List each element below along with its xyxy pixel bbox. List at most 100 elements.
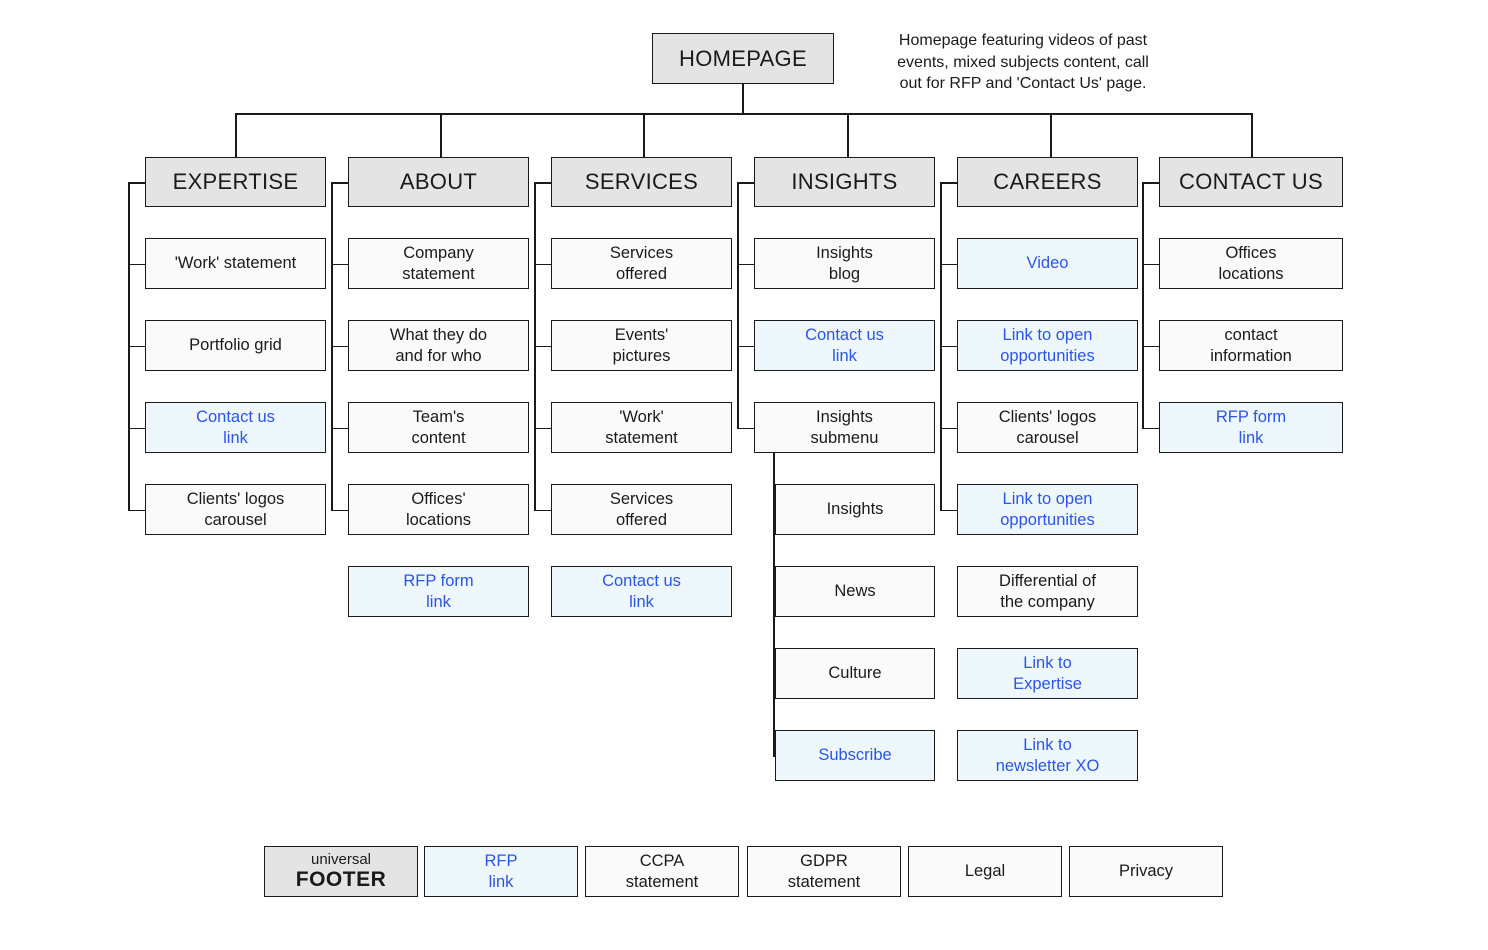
node-services-services-offered[interactable]: Services offered bbox=[551, 238, 732, 289]
node-label: CONTACT US bbox=[1179, 169, 1323, 195]
node-label: RFP form link bbox=[1215, 407, 1287, 447]
footer-label-small: universal bbox=[310, 850, 372, 868]
footer-item-privacy[interactable]: Privacy bbox=[1069, 846, 1223, 897]
rail-stub-contact-us-1 bbox=[1142, 345, 1159, 348]
node-about-company-statement[interactable]: Company statement bbox=[348, 238, 529, 289]
rail-stub-careers-2 bbox=[940, 427, 957, 430]
node-services-services-offered[interactable]: Services offered bbox=[551, 484, 732, 535]
node-careers-video[interactable]: Video bbox=[957, 238, 1138, 289]
node-label: INSIGHTS bbox=[791, 169, 898, 195]
rail-stub-careers-3 bbox=[940, 509, 957, 512]
node-label: Privacy bbox=[1118, 862, 1174, 881]
node-services-contact-us-link[interactable]: Contact us link bbox=[551, 566, 732, 617]
rail-stub-insights-1 bbox=[737, 345, 754, 348]
node-insights-submenu-news[interactable]: News bbox=[775, 566, 935, 617]
node-contact-us-rfp-form-link[interactable]: RFP form link bbox=[1159, 402, 1343, 453]
footer-item-rfp-link[interactable]: RFP link bbox=[424, 846, 578, 897]
node-careers-link-to-expertise[interactable]: Link to Expertise bbox=[957, 648, 1138, 699]
node-expertise[interactable]: EXPERTISE bbox=[145, 157, 326, 207]
rail-stub-submenu-1 bbox=[773, 591, 775, 594]
node-expertise-clients-logos-carousel[interactable]: Clients' logos carousel bbox=[145, 484, 326, 535]
node-careers-differential-of-the-company[interactable]: Differential of the company bbox=[957, 566, 1138, 617]
node-label: GDPR statement bbox=[787, 851, 861, 891]
node-label: Legal bbox=[964, 862, 1006, 881]
node-label: SERVICES bbox=[584, 169, 699, 195]
node-insights[interactable]: INSIGHTS bbox=[754, 157, 935, 207]
rail-stub-header-about bbox=[331, 182, 348, 184]
rail-stub-about-1 bbox=[331, 345, 348, 348]
node-label: Offices locations bbox=[1218, 243, 1284, 283]
node-services-events-pictures[interactable]: Events' pictures bbox=[551, 320, 732, 371]
rail-stub-contact-us-2 bbox=[1142, 427, 1159, 430]
node-services-work-statement[interactable]: 'Work' statement bbox=[551, 402, 732, 453]
rail-stub-header-careers bbox=[940, 182, 957, 184]
connector-bus bbox=[235, 113, 1251, 115]
rail-stub-expertise-1 bbox=[128, 345, 145, 348]
rail-stub-header-contact-us bbox=[1142, 182, 1159, 184]
node-label: RFP form link bbox=[403, 571, 474, 611]
node-expertise-work-statement[interactable]: 'Work' statement bbox=[145, 238, 326, 289]
node-contact-us-contact-information[interactable]: contact information bbox=[1159, 320, 1343, 371]
node-label: Link to open opportunities bbox=[1000, 325, 1095, 365]
node-careers[interactable]: CAREERS bbox=[957, 157, 1138, 207]
node-label: Contact us link bbox=[602, 571, 681, 611]
node-insights-submenu-culture[interactable]: Culture bbox=[775, 648, 935, 699]
node-careers-link-to-open-opportunities[interactable]: Link to open opportunities bbox=[957, 484, 1138, 535]
node-label: Link to open opportunities bbox=[1000, 489, 1095, 529]
node-label: News bbox=[834, 582, 876, 601]
node-label: Video bbox=[1026, 254, 1069, 273]
rail-stub-about-0 bbox=[331, 263, 348, 266]
rail-stub-careers-0 bbox=[940, 263, 957, 266]
node-insights-contact-us-link[interactable]: Contact us link bbox=[754, 320, 935, 371]
rail-stub-about-3 bbox=[331, 509, 348, 512]
node-label: Services offered bbox=[609, 489, 674, 529]
node-label: ABOUT bbox=[399, 169, 478, 195]
footer-label: universal FOOTER bbox=[264, 846, 418, 897]
node-label: Contact us link bbox=[196, 407, 275, 447]
footer-label-big: FOOTER bbox=[295, 868, 387, 892]
connector-drop-about bbox=[440, 113, 442, 157]
node-label: Subscribe bbox=[818, 746, 892, 765]
node-expertise-contact-us-link[interactable]: Contact us link bbox=[145, 402, 326, 453]
rail-stub-services-1 bbox=[534, 345, 551, 348]
footer-item-gdpr-statement[interactable]: GDPR statement bbox=[747, 846, 901, 897]
rail-stub-submenu-2 bbox=[773, 673, 775, 676]
node-label: Team's content bbox=[411, 407, 466, 447]
footer-item-ccpa-statement[interactable]: CCPA statement bbox=[585, 846, 739, 897]
node-label: Services offered bbox=[609, 243, 674, 283]
node-careers-link-to-newsletter-xo[interactable]: Link to newsletter XO bbox=[957, 730, 1138, 781]
node-about-rfp-form-link[interactable]: RFP form link bbox=[348, 566, 529, 617]
rail-stub-services-2 bbox=[534, 427, 551, 430]
node-label: Clients' logos carousel bbox=[186, 489, 285, 529]
node-contact-us[interactable]: CONTACT US bbox=[1159, 157, 1343, 207]
rail-stub-expertise-2 bbox=[128, 427, 145, 430]
node-careers-clients-logos-carousel[interactable]: Clients' logos carousel bbox=[957, 402, 1138, 453]
node-label: CAREERS bbox=[993, 169, 1102, 195]
rail-stub-insights-0 bbox=[737, 263, 754, 266]
node-label: EXPERTISE bbox=[172, 169, 299, 195]
node-careers-link-to-open-opportunities[interactable]: Link to open opportunities bbox=[957, 320, 1138, 371]
footer-item-legal[interactable]: Legal bbox=[908, 846, 1062, 897]
node-insights-insights-submenu[interactable]: Insights submenu bbox=[754, 402, 935, 453]
rail-stub-careers-1 bbox=[940, 345, 957, 348]
connector-drop-insights bbox=[847, 113, 849, 157]
connector-drop-expertise bbox=[235, 113, 237, 157]
node-insights-submenu-subscribe[interactable]: Subscribe bbox=[775, 730, 935, 781]
rail-stub-about-2 bbox=[331, 427, 348, 430]
node-contact-us-offices-locations[interactable]: Offices locations bbox=[1159, 238, 1343, 289]
node-about-team-s-content[interactable]: Team's content bbox=[348, 402, 529, 453]
node-insights-submenu-insights[interactable]: Insights bbox=[775, 484, 935, 535]
node-label: Insights blog bbox=[816, 243, 873, 283]
node-homepage[interactable]: HOMEPAGE bbox=[652, 33, 834, 84]
node-label: contact information bbox=[1210, 325, 1292, 365]
node-expertise-portfolio-grid[interactable]: Portfolio grid bbox=[145, 320, 326, 371]
node-about[interactable]: ABOUT bbox=[348, 157, 529, 207]
node-about-what-they-do-and-for-who[interactable]: What they do and for who bbox=[348, 320, 529, 371]
node-about-offices-locations[interactable]: Offices' locations bbox=[348, 484, 529, 535]
rail-stub-submenu-3 bbox=[773, 755, 775, 758]
node-label: Insights bbox=[826, 500, 884, 519]
rail-stub-services-0 bbox=[534, 263, 551, 266]
node-services[interactable]: SERVICES bbox=[551, 157, 732, 207]
node-insights-insights-blog[interactable]: Insights blog bbox=[754, 238, 935, 289]
rail-insights-submenu bbox=[773, 453, 775, 756]
